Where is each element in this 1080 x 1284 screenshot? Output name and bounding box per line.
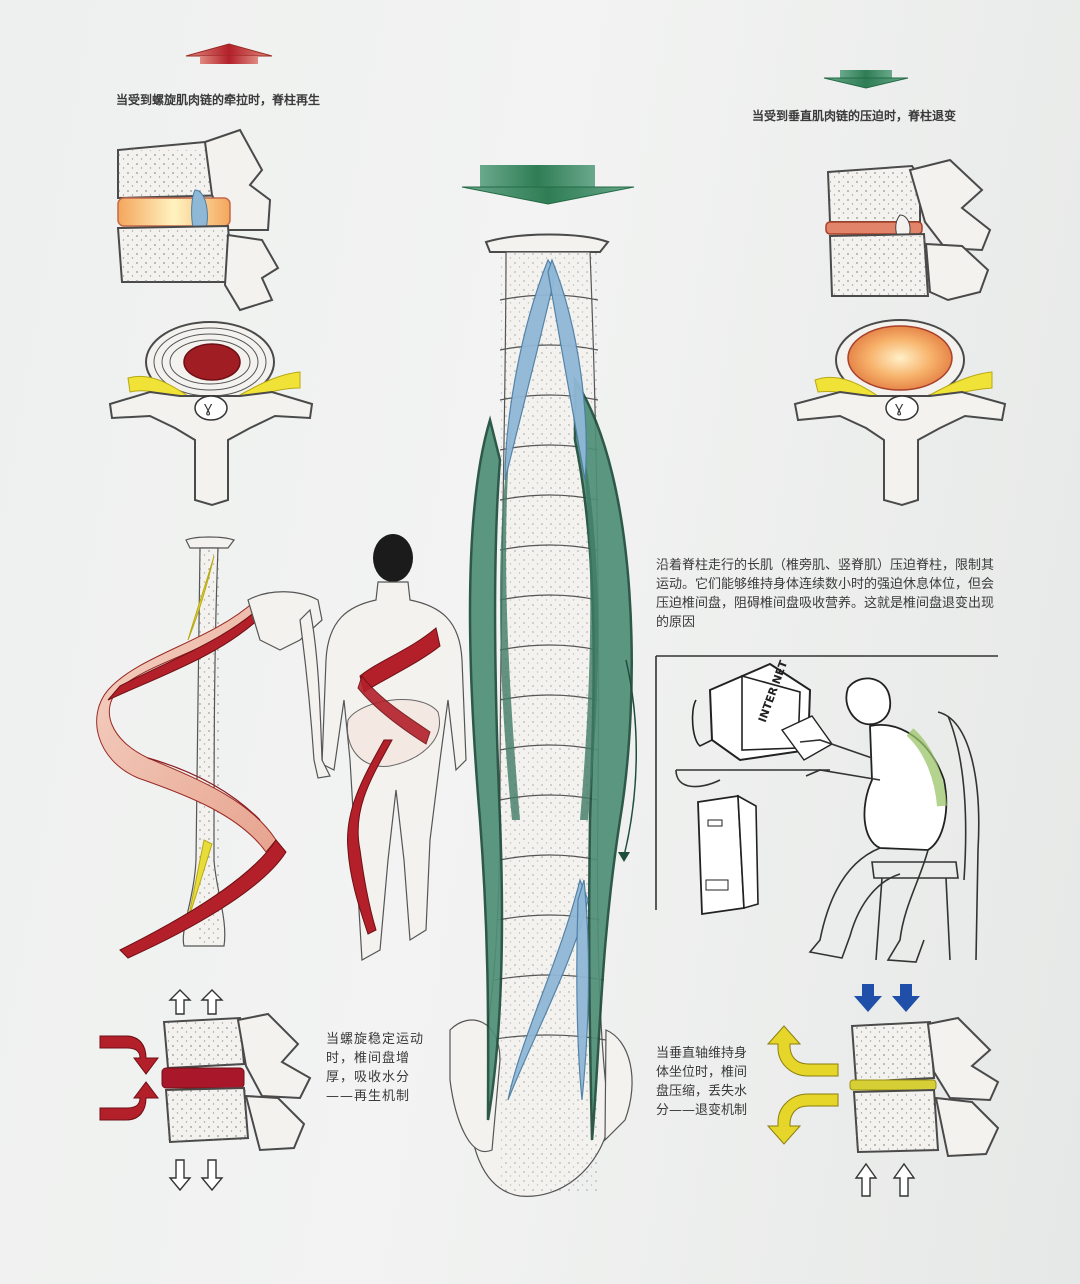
green-pointer-arrowhead: [618, 852, 630, 862]
spiral-spine: [182, 536, 235, 947]
regenerating-vertebra: [161, 1012, 312, 1152]
green-pointer-line: [623, 659, 638, 857]
hollow-up-arrows-left: [168, 989, 224, 1015]
spiral-muscle-ribbon: [96, 599, 287, 959]
long-muscle-description: 沿着脊柱走行的长肌（椎旁肌、竖脊肌）压迫脊柱，限制其运动。它们能够维持身体连续数…: [656, 558, 995, 630]
regeneration-description: 当螺旋稳定运动时，椎间盘增厚，吸收水分——再生机制: [326, 1032, 425, 1104]
shoulder-skeleton: [247, 591, 331, 779]
caption-spiral-regeneration: 当受到螺旋肌肉链的牵拉时，脊柱再生: [116, 93, 321, 107]
svg-text:Ɣ: Ɣ: [204, 402, 213, 416]
healthy-vertebra-side: [116, 128, 280, 312]
red-squeeze-arrows: [99, 1035, 159, 1121]
degenerated-vertebra-axial: Ɣ: [793, 319, 1007, 507]
hollow-up-arrows-right: [854, 1162, 916, 1197]
hollow-down-arrows-left: [168, 1159, 224, 1192]
yellow-curved-arrows: [766, 1025, 839, 1145]
green-down-arrow-large: [461, 165, 635, 205]
desk-scene: INTER NET: [655, 655, 998, 963]
green-long-muscles: [468, 375, 633, 1141]
healthy-vertebra-axial: Ɣ: [108, 321, 314, 507]
human-figure-back: [321, 534, 467, 961]
svg-text:Ɣ: Ɣ: [895, 402, 904, 416]
degenerated-vertebra-side: [825, 158, 992, 302]
caption-vertical-degeneration: 当受到垂直肌肉链的压迫时，脊柱退变: [752, 109, 957, 123]
blue-spinal-muscles: [504, 258, 590, 1101]
green-down-arrow-small: [823, 70, 909, 89]
blue-down-arrows: [854, 984, 920, 1012]
red-up-arrow: [185, 43, 273, 64]
degenerating-vertebra: [849, 1016, 1000, 1158]
degeneration-description: 当垂直轴维持身体坐位时，椎间盘压缩，丢失水分——退变机制: [656, 1046, 748, 1118]
